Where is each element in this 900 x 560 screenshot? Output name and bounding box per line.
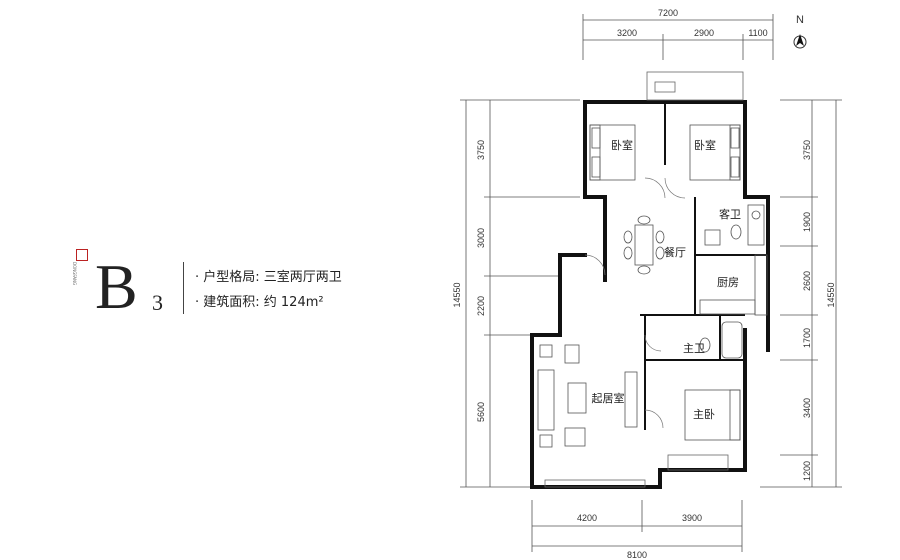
unit-type-letter: B — [95, 251, 138, 322]
dim-right-seg-3: 2600 — [802, 271, 812, 291]
title-separator — [183, 262, 184, 314]
toilet-icon — [699, 224, 742, 353]
dim-left-seg-1: 3750 — [476, 140, 486, 160]
room-label-guest-bath: 客卫 — [719, 207, 741, 221]
dim-bottom-total: 8100 — [627, 550, 647, 560]
bed-icon — [684, 389, 741, 441]
walls — [530, 100, 770, 489]
dim-right-seg-1: 3750 — [802, 140, 812, 160]
left-dimensions — [460, 99, 580, 488]
dim-left-seg-4: 5600 — [476, 402, 486, 422]
partitions — [640, 102, 768, 430]
room-label-bedroom-2: 卧室 — [694, 138, 716, 152]
north-label: N — [796, 14, 804, 26]
window-bottom — [544, 479, 646, 488]
unit-type-number: 3 — [152, 290, 163, 315]
dim-right-total: 14550 — [826, 282, 836, 307]
bed-icon — [689, 124, 741, 181]
dim-top-seg-1: 3200 — [617, 28, 637, 38]
room-label-kitchen: 厨房 — [717, 276, 739, 289]
tv-cabinet — [624, 371, 638, 428]
room-label-master-bedroom: 主卧 — [693, 408, 715, 421]
door-swings — [584, 177, 686, 429]
area-label: · 建筑面积: 约 124m² — [195, 295, 324, 310]
bottom-dimensions — [531, 500, 743, 552]
layout-label: · 户型格局: 三室两厅两卫 — [195, 270, 342, 285]
dim-left-seg-2: 3000 — [476, 228, 486, 248]
dim-top-total: 7200 — [658, 8, 678, 18]
brand-logo-icon — [76, 249, 88, 261]
room-label-master-bath: 主卫 — [683, 342, 705, 355]
dim-left-seg-3: 2200 — [476, 296, 486, 316]
dim-left-total: 14550 — [452, 282, 462, 307]
dim-top-seg-3: 1100 — [748, 28, 767, 38]
room-label-bedroom-1: 卧室 — [611, 138, 633, 152]
dim-right-seg-5: 3400 — [802, 398, 812, 418]
dim-right-seg-4: 1700 — [802, 328, 812, 348]
bathtub-icon — [721, 321, 743, 359]
room-label-dining: 餐厅 — [664, 245, 686, 259]
unit-info: · 户型格局: 三室两厅两卫 · 建筑面积: 约 124m² — [195, 265, 342, 315]
right-dimensions — [760, 99, 842, 488]
room-label-living: 起居室 — [592, 391, 625, 405]
north-arrow-icon — [793, 34, 807, 49]
aircon-unit — [654, 81, 676, 93]
shower-icon — [747, 204, 765, 246]
balcony-top — [646, 71, 744, 101]
dim-right-seg-6: 1200 — [802, 461, 812, 481]
dim-right-seg-2: 1900 — [802, 212, 812, 232]
bay-window — [667, 454, 729, 471]
dining-table-icon — [623, 215, 665, 275]
dim-top-seg-2: 2900 — [694, 28, 714, 38]
brand-text: DONGFANG — [72, 262, 77, 286]
dim-bottom-seg-2: 3900 — [682, 513, 702, 523]
dim-bottom-seg-1: 4200 — [577, 513, 597, 523]
sofa-icon — [537, 344, 587, 448]
kitchen-counter — [699, 229, 768, 316]
bed-icon — [589, 124, 636, 181]
top-dimensions — [582, 14, 774, 60]
